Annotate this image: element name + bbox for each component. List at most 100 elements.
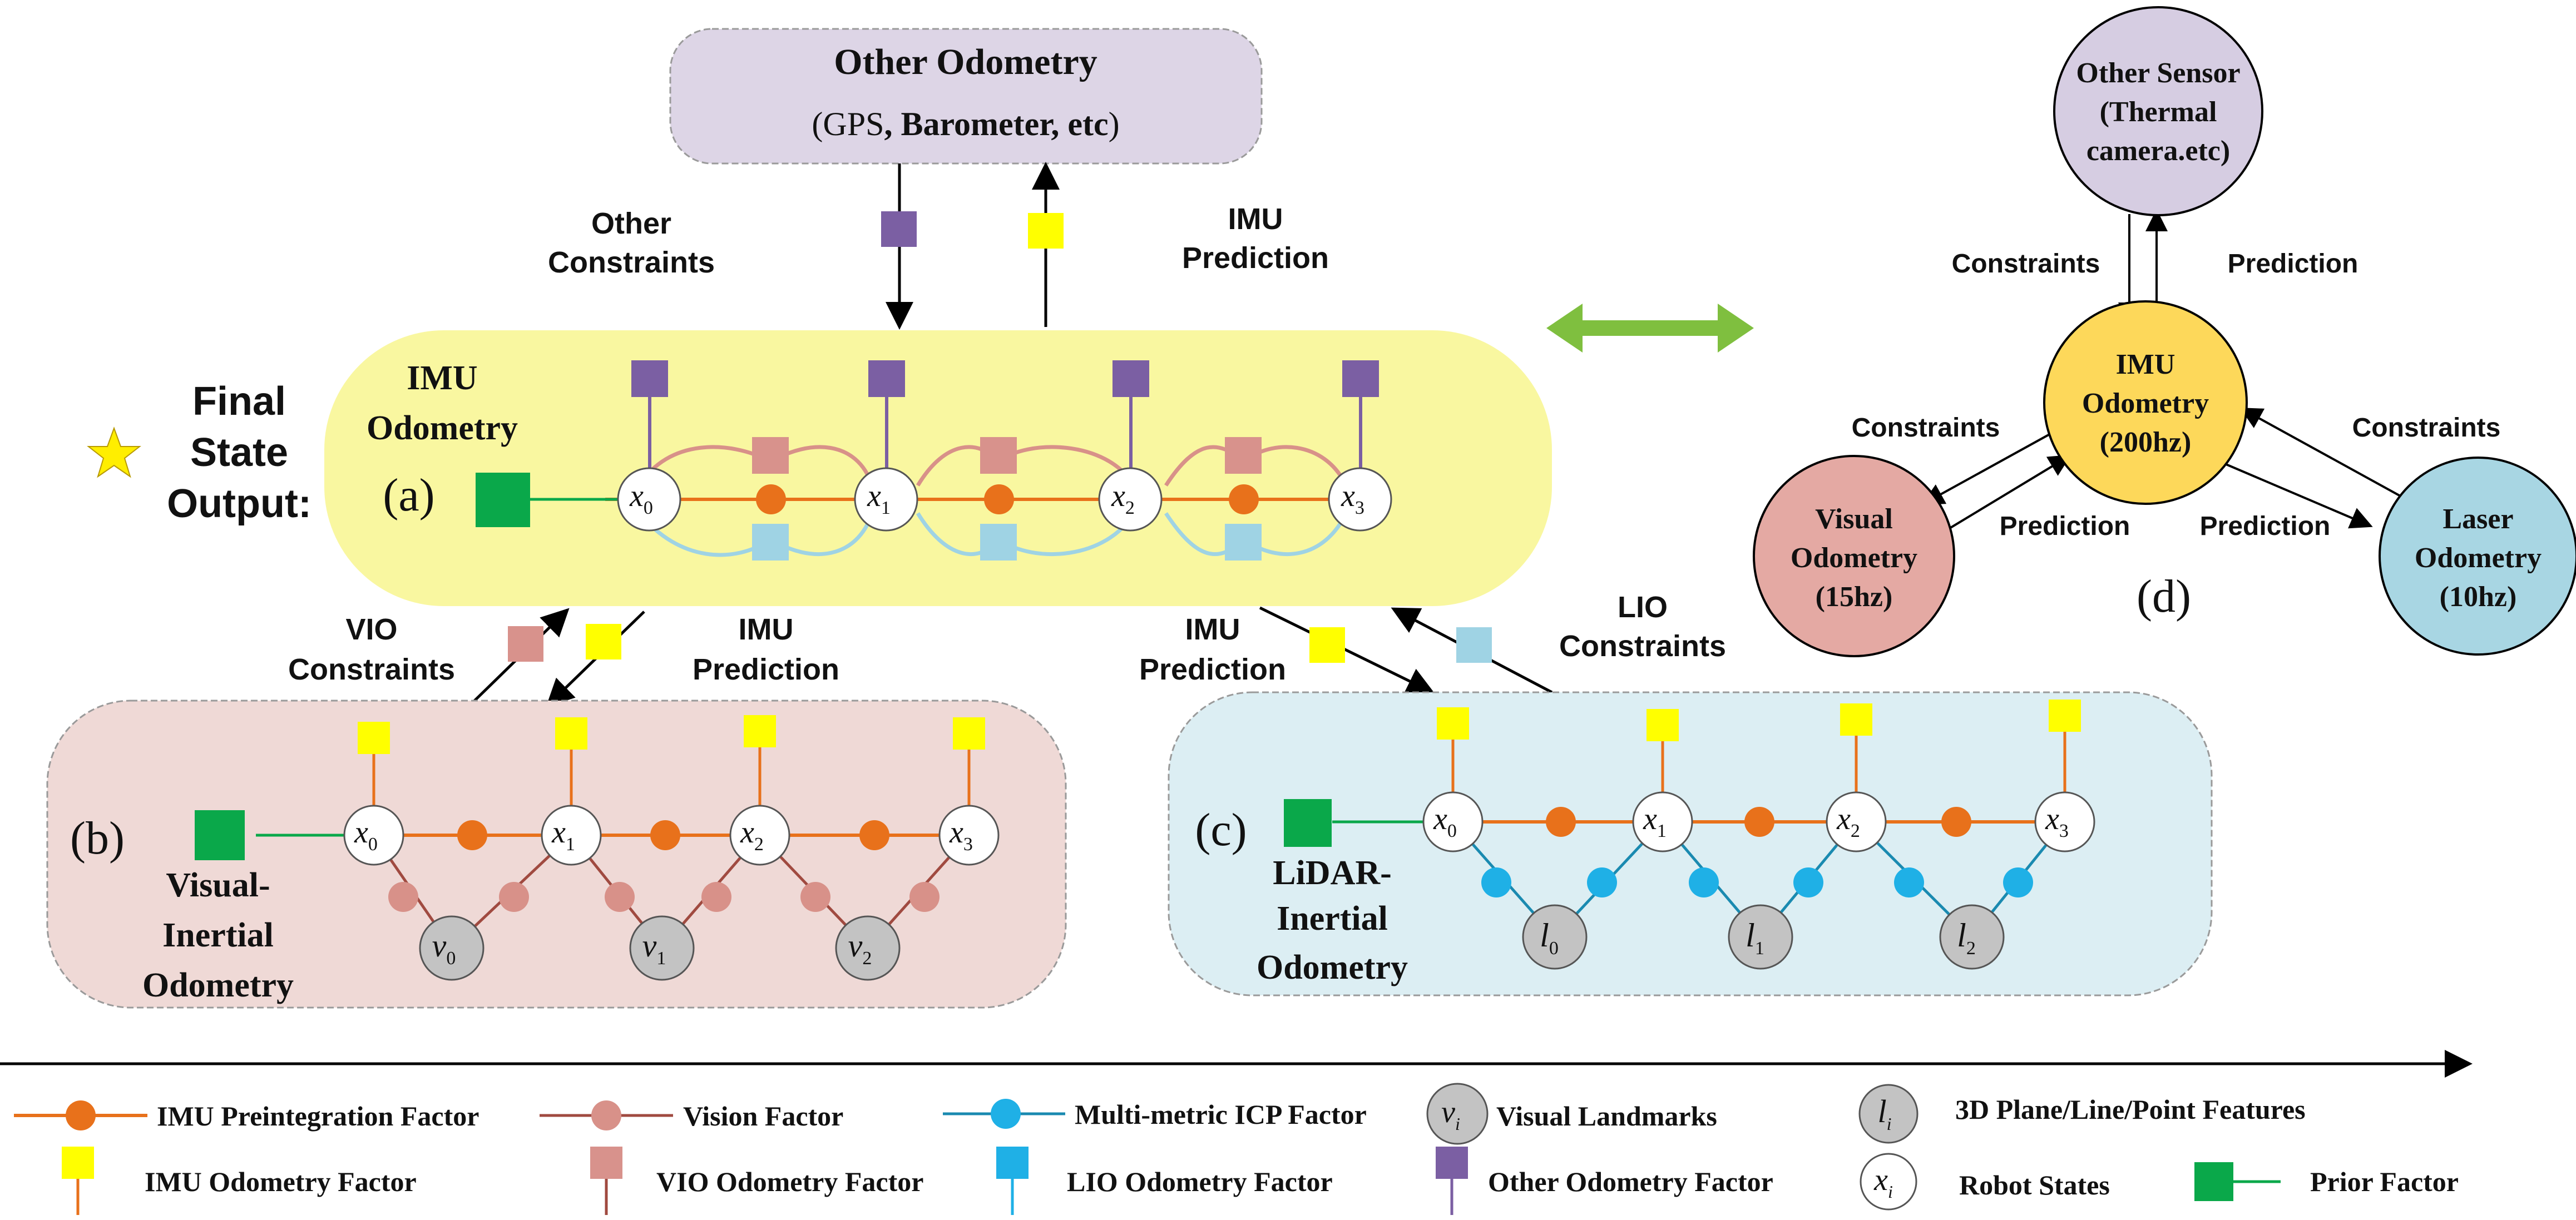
other-odometry-panel: Other Odometry (GPS, Barometer, etc) (669, 28, 1263, 165)
imu-factor-a1 (984, 484, 1014, 514)
svg-text:Constraints: Constraints (2352, 413, 2501, 443)
landmark-v1 (629, 915, 695, 981)
svg-text:Other Odometry Factor: Other Odometry Factor (1488, 1166, 1773, 1197)
imu-factor-c0 (1546, 807, 1576, 837)
svg-text:x3: x3 (1341, 479, 1364, 518)
icp-factor-c3 (1793, 867, 1823, 897)
panel-c-tag: (c) (1195, 804, 1247, 856)
svg-text:Visual Landmarks: Visual Landmarks (1496, 1100, 1717, 1132)
imu-odom-factor-link-b (586, 624, 621, 659)
state-node-c1 (1632, 791, 1693, 852)
imu-odom-factor-b2 (744, 715, 776, 747)
svg-text:v2: v2 (848, 928, 872, 969)
imu-odometry-factor-square (1028, 213, 1064, 249)
legend-other-odom-icon (1436, 1147, 1468, 1179)
node-imu-odometry (2043, 300, 2248, 505)
prior-factor-c (1284, 799, 1332, 847)
svg-text:vi: vi (1441, 1095, 1460, 1134)
legend-vio-odom-icon (590, 1147, 622, 1179)
svg-text:Prior Factor: Prior Factor (2310, 1166, 2459, 1197)
vio-odom-factor-link (508, 626, 543, 662)
svg-text:IMU Odometry Factor: IMU Odometry Factor (145, 1166, 417, 1197)
other-odometry-subtitle: (GPS, Barometer, etc) (812, 106, 1119, 142)
icp-factor-c2 (1689, 867, 1719, 897)
node-visual-odometry (1753, 455, 1955, 657)
svg-text:Robot States: Robot States (1959, 1169, 2110, 1201)
state-node-b0 (343, 805, 404, 866)
legend-prior-icon (2194, 1162, 2233, 1201)
star-icon (87, 426, 141, 478)
prior-factor-a (476, 473, 530, 527)
legend-icp-icon (991, 1099, 1021, 1129)
other-odometry-title: Other Odometry (834, 42, 1097, 82)
icp-factor-c4 (1894, 867, 1924, 897)
imu-factor-c1 (1744, 807, 1774, 837)
legend: IMU Preintegration Factor Vision Factor … (14, 1083, 2459, 1215)
imu-odom-factor-c2 (1840, 703, 1872, 736)
imu-factor-b2 (859, 820, 889, 850)
legend-visual-landmark-icon (1426, 1083, 1489, 1145)
svg-text:l0: l0 (1540, 917, 1559, 959)
svg-text:3D Plane/Line/Point Features: 3D Plane/Line/Point Features (1955, 1094, 2306, 1125)
state-node-a3 (1328, 467, 1392, 532)
lio-odom-factor-a2 (1225, 524, 1262, 561)
vision-factor-b1 (499, 882, 529, 912)
vio-odom-factor-a0 (752, 437, 789, 474)
svg-text:v1: v1 (642, 928, 666, 969)
svg-text:v0: v0 (432, 928, 456, 969)
landmark-v2 (835, 915, 901, 981)
icp-factor-c1 (1587, 867, 1617, 897)
svg-text:Constraints: Constraints (1952, 249, 2100, 279)
imu-odom-factor-b0 (358, 722, 390, 754)
state-node-c0 (1422, 791, 1484, 852)
svg-text:x0: x0 (1433, 802, 1457, 841)
other-odom-factor-a0 (631, 360, 668, 397)
state-node-b2 (729, 805, 790, 866)
vision-factor-b3 (701, 882, 731, 912)
svg-text:x2: x2 (1111, 479, 1135, 518)
panel-d-tag: (d) (2137, 571, 2191, 622)
svg-text:x1: x1 (867, 479, 891, 518)
legend-vision-icon (591, 1100, 621, 1130)
svg-text:Prediction: Prediction (2200, 512, 2331, 541)
vio-odom-factor-a1 (980, 437, 1017, 474)
vision-factor-b2 (605, 882, 635, 912)
svg-text:Vision Factor: Vision Factor (683, 1100, 843, 1132)
legend-imu-preint-icon (66, 1100, 96, 1130)
panel-a-tag: (a) (383, 469, 434, 521)
svg-text:x0: x0 (354, 815, 378, 855)
legend-lio-odom-icon (996, 1147, 1029, 1179)
svg-text:Prediction: Prediction (2000, 512, 2130, 541)
other-odometry-factor-square (881, 211, 917, 247)
svg-text:l1: l1 (1746, 917, 1764, 959)
icp-factor-c5 (2003, 867, 2033, 897)
legend-robot-state-icon (1860, 1153, 1917, 1211)
imu-odom-factor-link-c (1309, 627, 1345, 663)
landmark-l1 (1728, 904, 1793, 970)
svg-text:VIO Odometry Factor: VIO Odometry Factor (656, 1166, 923, 1197)
other-odom-factor-a3 (1342, 360, 1379, 397)
state-node-c3 (2034, 791, 2095, 852)
svg-text:IMU Preintegration Factor: IMU Preintegration Factor (157, 1100, 479, 1132)
imu-odom-factor-b1 (555, 717, 587, 750)
svg-text:Constraints: Constraints (1852, 413, 2000, 443)
svg-text:l2: l2 (1957, 917, 1976, 959)
landmark-l0 (1522, 904, 1588, 970)
svg-text:x1: x1 (551, 815, 575, 855)
svg-text:x0: x0 (629, 479, 653, 518)
svg-text:LIO Odometry Factor: LIO Odometry Factor (1067, 1166, 1333, 1197)
svg-text:Multi-metric ICP Factor: Multi-metric ICP Factor (1075, 1099, 1367, 1130)
imu-factor-b1 (650, 820, 680, 850)
svg-text:li: li (1877, 1093, 1891, 1134)
